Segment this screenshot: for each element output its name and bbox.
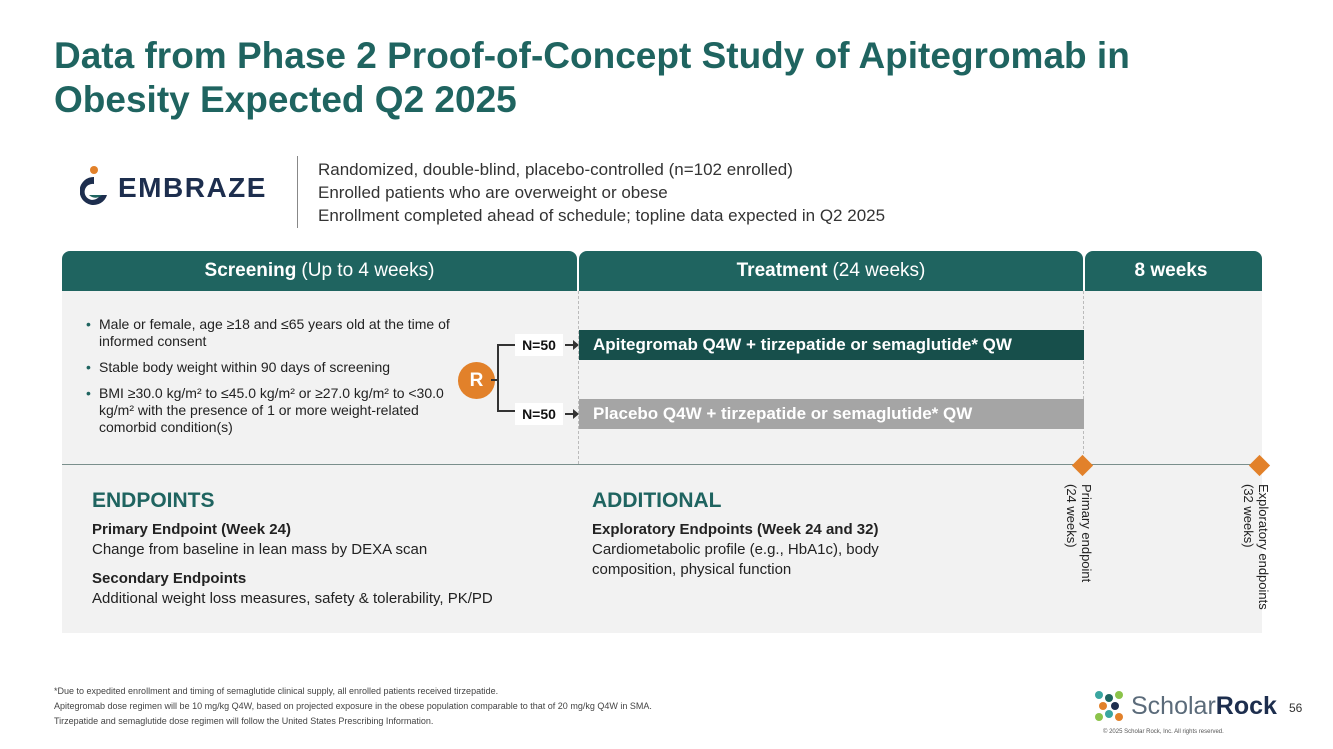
followup-header: 8 weeks	[1085, 251, 1262, 291]
criteria-item: Male or female, age ≥18 and ≤65 years ol…	[86, 316, 456, 350]
eligibility-criteria: Male or female, age ≥18 and ≤65 years ol…	[86, 316, 456, 445]
copyright: © 2025 Scholar Rock, Inc. All rights res…	[1103, 729, 1224, 735]
criteria-item: BMI ≥30.0 kg/m² to ≤45.0 kg/m² or ≥27.0 …	[86, 385, 456, 436]
additional-heading: ADDITIONAL	[592, 489, 722, 512]
intro-line: Randomized, double-blind, placebo-contro…	[318, 160, 793, 179]
screening-header-duration: (Up to 4 weeks)	[301, 260, 435, 281]
study-intro: Randomized, double-blind, placebo-contro…	[318, 158, 885, 227]
embraze-logo-text: EMBRAZE	[118, 172, 267, 203]
exploratory-endpoints-title: Exploratory Endpoints (Week 24 and 32)	[592, 521, 879, 538]
treatment-header: Treatment (24 weeks)	[579, 251, 1083, 291]
followup-header-bold: 8 weeks	[1134, 260, 1208, 281]
milestone-label-line: Exploratory endpoints	[1256, 484, 1271, 610]
scholar-rock-wordmark: ScholarRock	[1131, 692, 1277, 721]
page-title: Data from Phase 2 Proof-of-Concept Study…	[54, 35, 1130, 120]
arrow-right-icon	[565, 409, 579, 419]
exploratory-endpoint-milestone-label: Exploratory endpoints (32 weeks)	[1241, 484, 1271, 610]
arm-placebo: Placebo Q4W + tirzepatide or semaglutide…	[579, 399, 1084, 429]
primary-endpoint-milestone-label: Primary endpoint (24 weeks)	[1064, 484, 1094, 582]
secondary-endpoints-text: Additional weight loss measures, safety …	[92, 590, 493, 607]
embraze-logo: EMBRAZE	[80, 164, 267, 212]
intro-line: Enrolled patients who are overweight or …	[318, 183, 668, 202]
screening-header: Screening (Up to 4 weeks)	[62, 251, 577, 291]
page-number: 56	[1289, 701, 1303, 715]
arm-2-count: N=50	[515, 403, 563, 425]
footnote: *Due to expedited enrollment and timing …	[54, 686, 499, 696]
screening-header-bold: Screening	[204, 260, 297, 281]
treatment-header-bold: Treatment	[736, 260, 828, 281]
arm-apitegromab: Apitegromab Q4W + tirzepatide or semaglu…	[579, 330, 1084, 360]
randomization-badge: R	[458, 362, 495, 399]
criteria-item: Stable body weight within 90 days of scr…	[86, 359, 456, 376]
treatment-header-duration: (24 weeks)	[832, 260, 926, 281]
intro-line: Enrollment completed ahead of schedule; …	[318, 206, 886, 225]
brand-part2: Rock	[1215, 691, 1277, 720]
exploratory-endpoints: Exploratory Endpoints (Week 24 and 32) C…	[592, 520, 952, 580]
endpoints-heading: ENDPOINTS	[92, 489, 215, 512]
phase-divider	[578, 291, 579, 464]
primary-endpoint-title: Primary Endpoint (Week 24)	[92, 521, 291, 538]
arrow-right-icon	[565, 340, 579, 350]
phase-divider	[1083, 291, 1084, 464]
randomization-connector	[491, 379, 499, 381]
exploratory-endpoints-text: Cardiometabolic profile (e.g., HbA1c), b…	[592, 541, 879, 578]
milestone-label-line: (24 weeks)	[1064, 484, 1079, 548]
randomization-bracket	[497, 344, 515, 412]
logo-divider	[297, 156, 298, 228]
primary-endpoint-text: Change from baseline in lean mass by DEX…	[92, 541, 428, 558]
primary-endpoint: Primary Endpoint (Week 24) Change from b…	[92, 520, 427, 560]
scholar-rock-logo: ScholarRock	[1093, 690, 1277, 722]
secondary-endpoints: Secondary Endpoints Additional weight lo…	[92, 569, 493, 609]
arm-1-count: N=50	[515, 334, 563, 356]
scholar-rock-logo-icon	[1095, 691, 1123, 721]
footnote: Tirzepatide and semaglutide dose regimen…	[54, 716, 434, 726]
footnote: Apitegromab dose regimen will be 10 mg/k…	[54, 701, 652, 711]
milestone-label-line: (32 weeks)	[1241, 484, 1256, 548]
milestone-label-line: Primary endpoint	[1079, 484, 1094, 583]
embraze-logo-icon	[80, 166, 107, 205]
secondary-endpoints-title: Secondary Endpoints	[92, 570, 247, 587]
timeline-line	[62, 464, 1262, 465]
footnotes: *Due to expedited enrollment and timing …	[54, 684, 652, 729]
brand-part1: Scholar	[1131, 691, 1216, 720]
